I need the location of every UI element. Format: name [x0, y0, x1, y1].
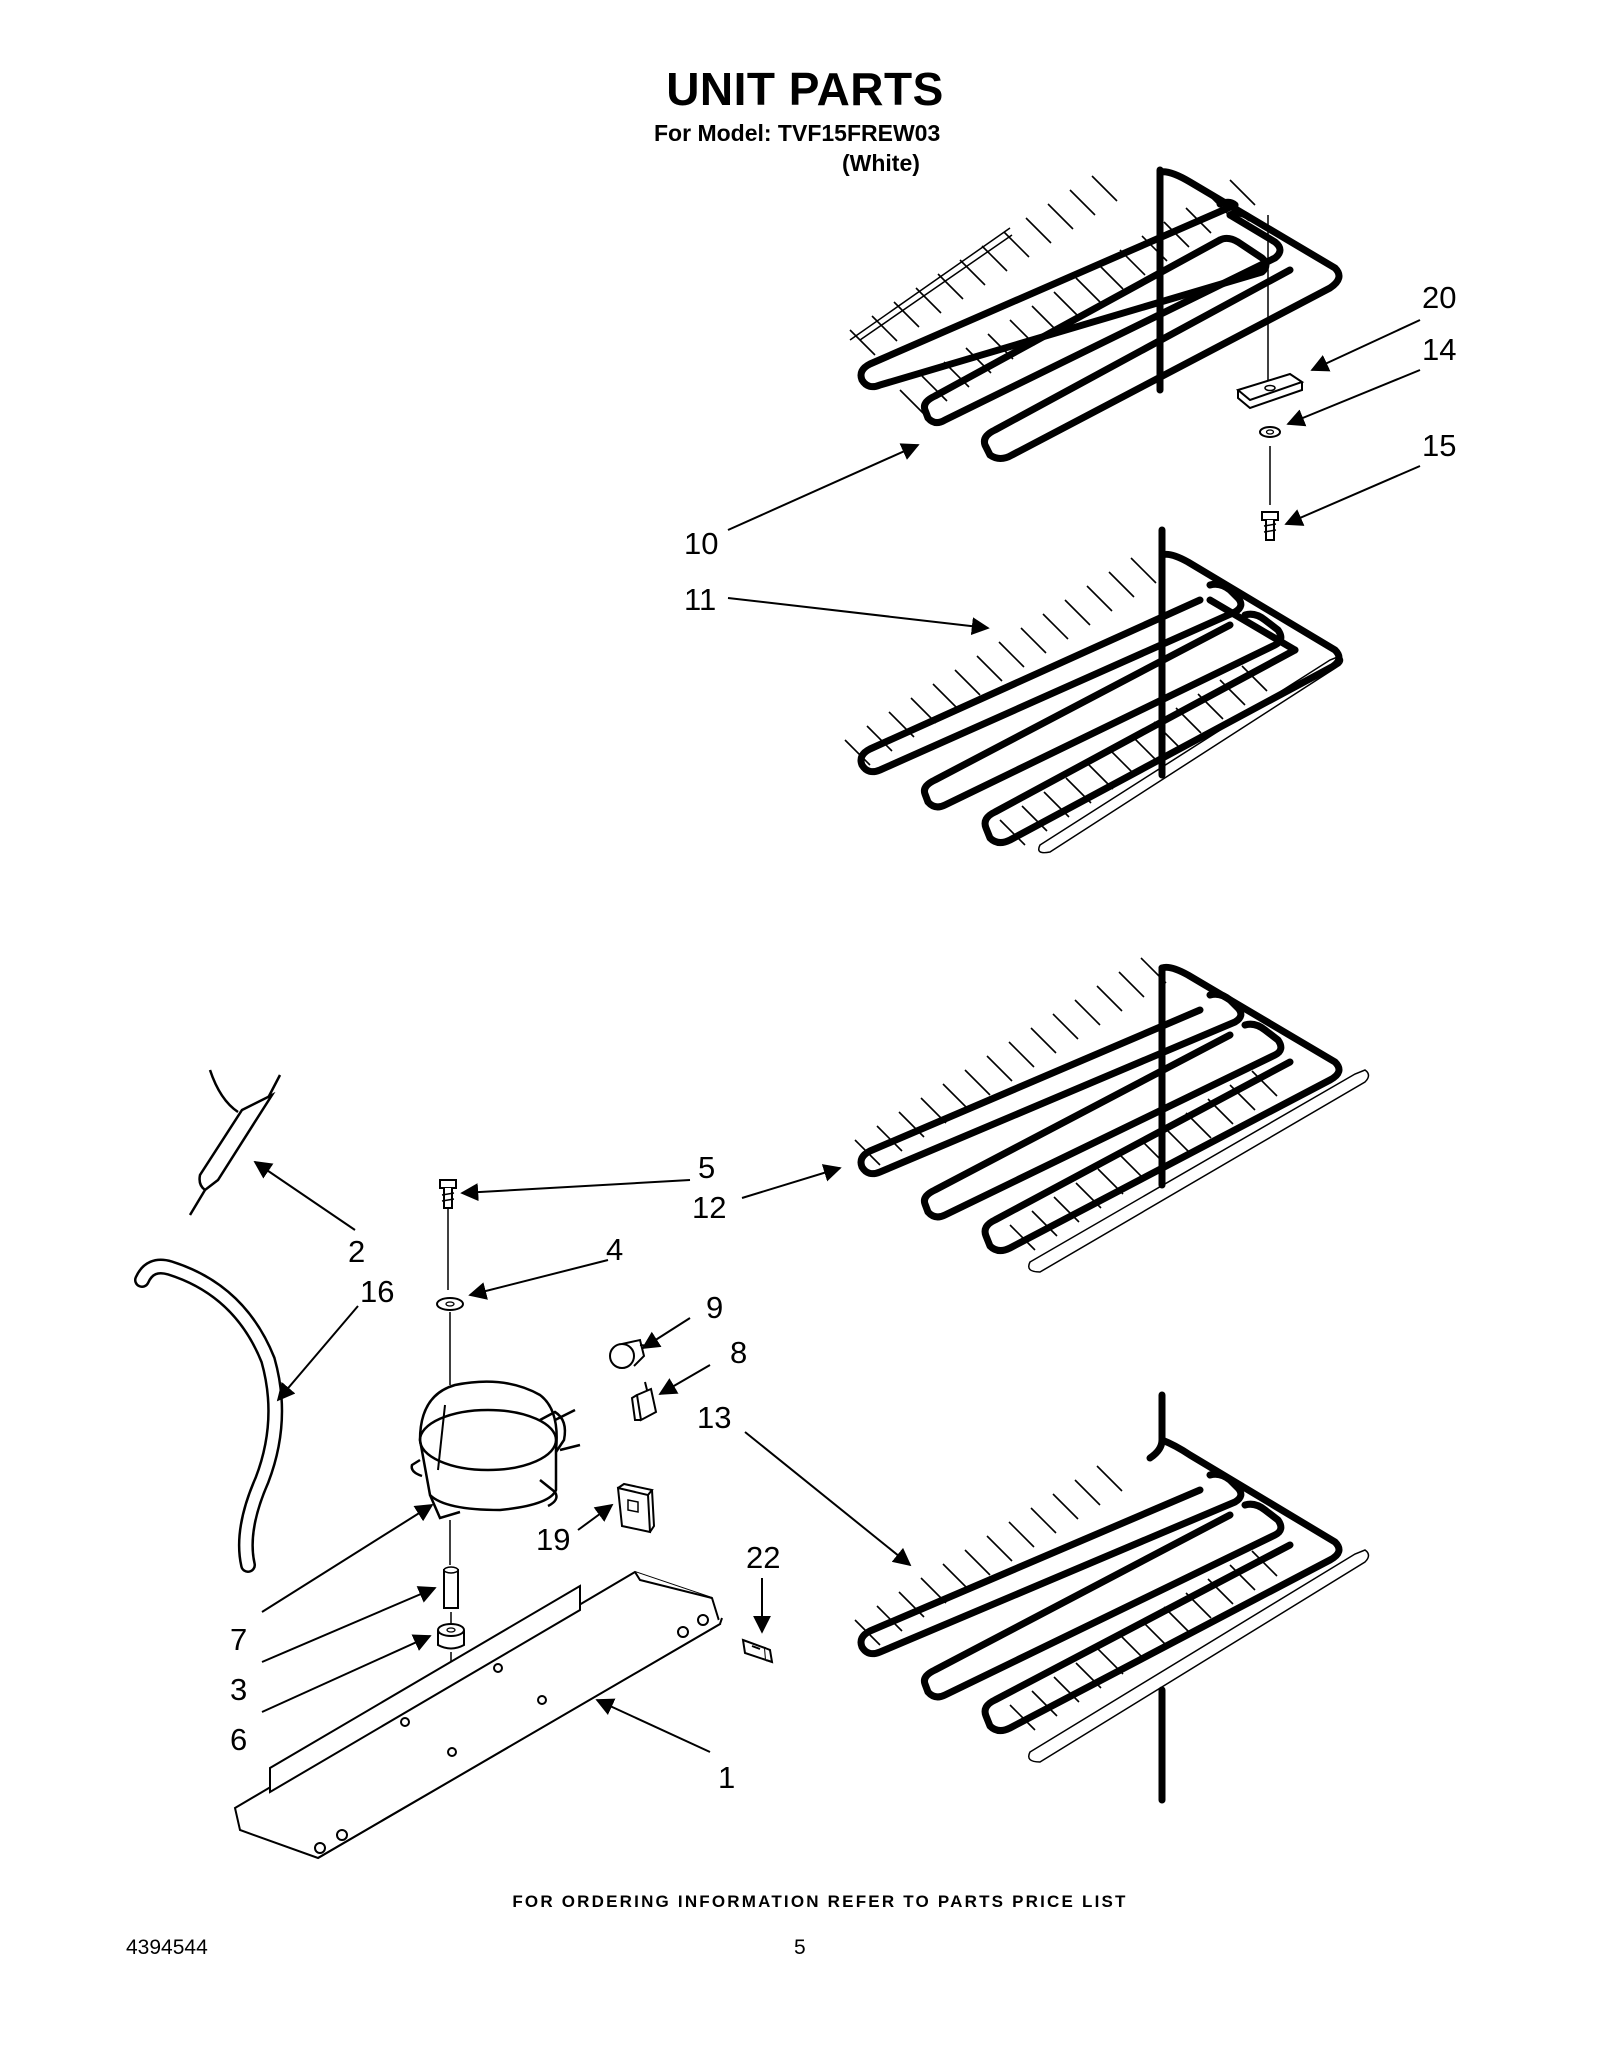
ordering-note: FOR ORDERING INFORMATION REFER TO PARTS … [512, 1892, 1128, 1911]
document-number: 4394544 [126, 1936, 208, 1959]
base-plate [233, 1570, 723, 1860]
evaporator-coil-10 [849, 166, 1343, 462]
callout-20: 20 [1422, 280, 1456, 315]
callout-9: 9 [706, 1290, 723, 1325]
callout-11: 11 [684, 582, 716, 617]
callout-4: 4 [606, 1232, 623, 1267]
callout-13: 13 [697, 1400, 731, 1435]
callout-14: 14 [1422, 332, 1456, 367]
filter-drier [188, 1069, 282, 1216]
callout-22: 22 [746, 1540, 780, 1575]
callout-10: 10 [684, 526, 718, 561]
evaporator-coil-11 [844, 526, 1344, 854]
evaporator-coil-13 [854, 1391, 1370, 1804]
model-color: (White) [842, 150, 920, 176]
page-number: 5 [794, 1936, 806, 1959]
screw-22 [741, 1638, 774, 1664]
callout-leaders [253, 319, 1421, 1753]
callout-1: 1 [718, 1760, 735, 1795]
callout-19: 19 [536, 1522, 570, 1557]
page-title: UNIT PARTS [666, 63, 944, 115]
callout-15: 15 [1422, 428, 1456, 463]
screw-assembly-top [1235, 215, 1305, 541]
callout-7: 7 [230, 1622, 247, 1657]
model-number: For Model: TVF15FREW03 [654, 120, 941, 146]
small-electrical-parts [609, 1338, 658, 1534]
compressor [410, 1380, 581, 1520]
callout-16: 16 [360, 1274, 394, 1309]
callout-5: 5 [698, 1150, 715, 1185]
callout-3: 3 [230, 1672, 247, 1707]
callout-6: 6 [230, 1722, 247, 1757]
tubing [134, 1258, 284, 1573]
callout-12: 12 [692, 1190, 726, 1225]
callout-2: 2 [348, 1234, 365, 1269]
callout-8: 8 [730, 1335, 747, 1370]
callout-labels: 20 14 15 10 11 5 12 2 4 16 9 8 13 19 22 … [230, 280, 1456, 1795]
mounting-hardware [436, 1179, 465, 1750]
evaporator-coil-12 [854, 957, 1370, 1273]
